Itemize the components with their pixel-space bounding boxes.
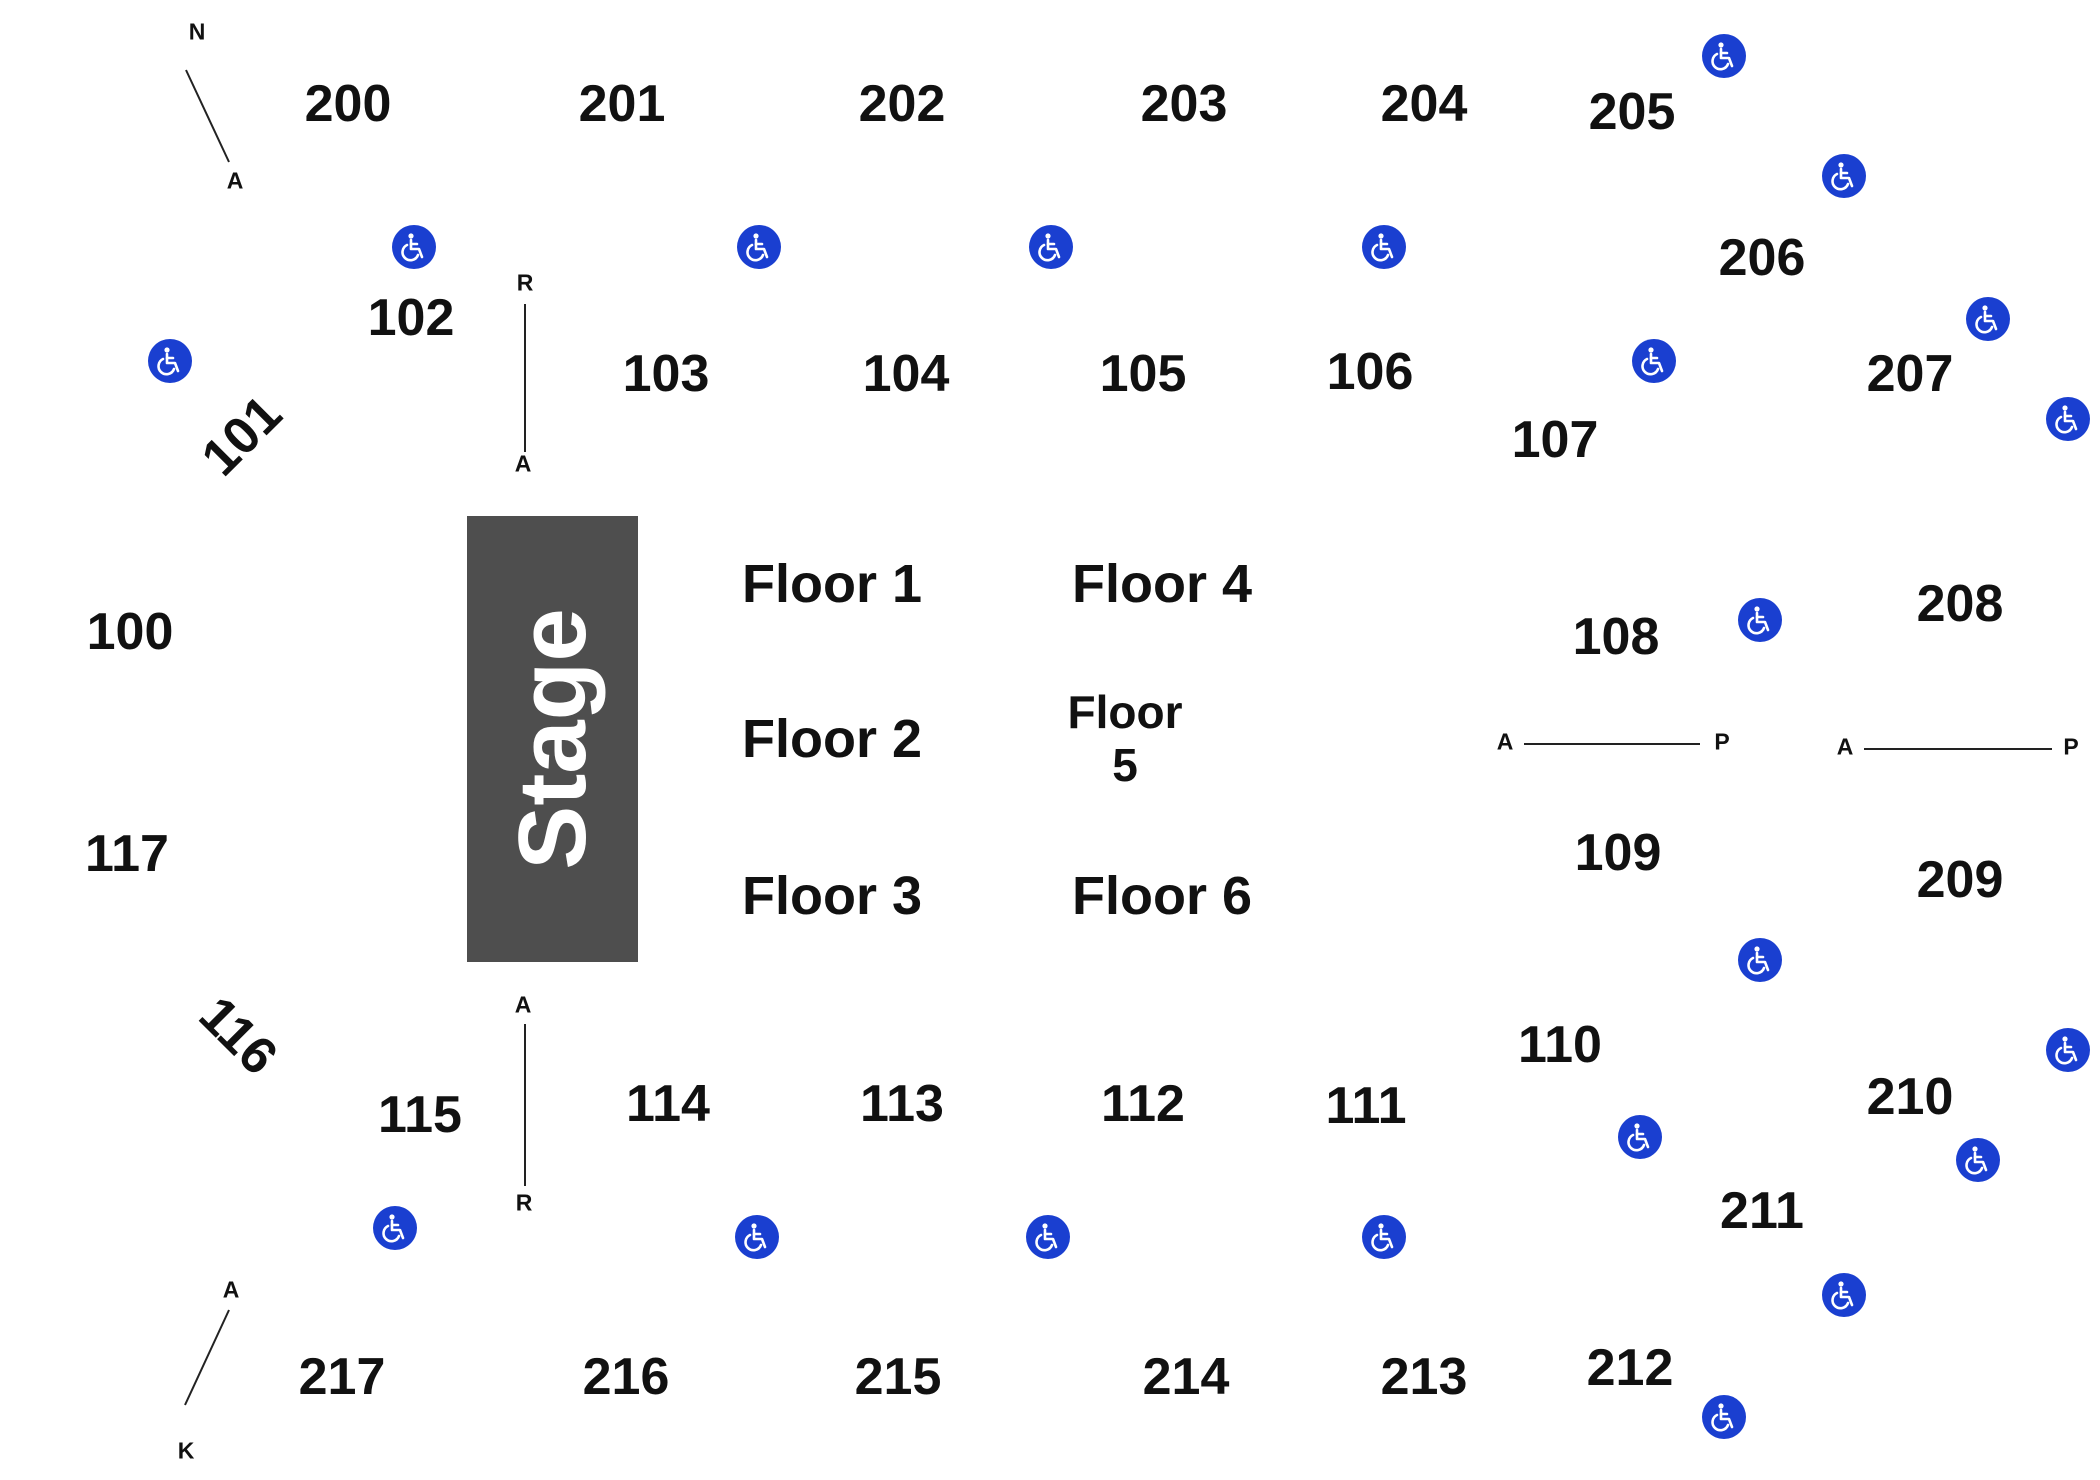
section-116[interactable]: 116 (187, 985, 289, 1087)
wheelchair-icon (1702, 34, 1746, 78)
section-217[interactable]: 217 (298, 1348, 386, 1406)
floor-1[interactable]: Floor 1 (742, 554, 923, 614)
section-103[interactable]: 103 (622, 345, 710, 403)
section-205[interactable]: 205 (1588, 83, 1676, 141)
section-216[interactable]: 216 (582, 1348, 670, 1406)
row-label-bottom-r: R (515, 1189, 533, 1216)
floor-6[interactable]: Floor 6 (1072, 866, 1253, 926)
row-label-mid2-p: P (2063, 733, 2079, 760)
wheelchair-icon (1618, 1115, 1662, 1159)
floor-5-label-line2: 5 (1112, 738, 1138, 791)
section-209[interactable]: 209 (1916, 851, 2004, 909)
stage-label: Stage (498, 608, 606, 870)
section-114[interactable]: 114 (626, 1075, 710, 1133)
row-label-bottom-a: A (514, 991, 532, 1018)
section-105[interactable]: 105 (1099, 345, 1187, 403)
wheelchair-icon (2046, 397, 2090, 441)
row-indicator-top (524, 304, 526, 452)
row-label-nw-bottom: A (226, 167, 244, 194)
wheelchair-icon (737, 225, 781, 269)
wheelchair-icon (1026, 1215, 1070, 1259)
wheelchair-icon (2046, 1028, 2090, 1072)
section-206[interactable]: 206 (1718, 229, 1806, 287)
section-112[interactable]: 112 (1101, 1075, 1185, 1133)
section-102[interactable]: 102 (367, 289, 455, 347)
section-104[interactable]: 104 (862, 345, 950, 403)
row-indicator-bottom (524, 1024, 526, 1186)
section-202[interactable]: 202 (858, 75, 946, 133)
row-label-top-r: R (516, 269, 534, 296)
wheelchair-icon (1822, 1273, 1866, 1317)
floor-4[interactable]: Floor 4 (1072, 554, 1253, 614)
section-117[interactable]: 117 (85, 825, 169, 883)
section-201[interactable]: 201 (578, 75, 666, 133)
section-211[interactable]: 211 (1720, 1182, 1804, 1240)
section-215[interactable]: 215 (854, 1348, 942, 1406)
wheelchair-icon (1362, 1215, 1406, 1259)
row-indicator-mid1 (1524, 743, 1700, 745)
section-107[interactable]: 107 (1511, 411, 1599, 469)
section-203[interactable]: 203 (1140, 75, 1228, 133)
row-label-mid1-p: P (1714, 728, 1730, 755)
section-109[interactable]: 109 (1574, 824, 1662, 882)
wheelchair-icon (1702, 1395, 1746, 1439)
section-113[interactable]: 113 (860, 1075, 944, 1133)
floor-5-label-line1: Floor (1067, 686, 1183, 738)
section-212[interactable]: 212 (1586, 1339, 1674, 1397)
wheelchair-icon (148, 339, 192, 383)
row-label-sw-top: A (222, 1276, 240, 1303)
row-indicator-mid2 (1864, 748, 2052, 750)
section-106[interactable]: 106 (1326, 343, 1414, 401)
wheelchair-icon (1362, 225, 1406, 269)
wheelchair-icon (1029, 225, 1073, 269)
section-110[interactable]: 110 (1518, 1016, 1602, 1074)
wheelchair-icon (392, 225, 436, 269)
row-label-sw-bottom: K (177, 1437, 195, 1464)
section-207[interactable]: 207 (1866, 345, 1954, 403)
wheelchair-icon (1738, 598, 1782, 642)
section-200[interactable]: 200 (304, 75, 392, 133)
row-label-top-a: A (514, 450, 532, 477)
section-100[interactable]: 100 (86, 603, 174, 661)
wheelchair-icon (373, 1206, 417, 1250)
wheelchair-icon (1822, 154, 1866, 198)
floor-5[interactable]: Floor 5 (1068, 686, 1183, 792)
row-label-mid2-a: A (1836, 733, 1854, 760)
row-label-nw-top: N (188, 18, 206, 45)
wheelchair-icon (1738, 938, 1782, 982)
row-label-mid1-a: A (1496, 728, 1514, 755)
floor-3[interactable]: Floor 3 (742, 866, 923, 926)
floor-2[interactable]: Floor 2 (742, 709, 923, 769)
section-204[interactable]: 204 (1380, 75, 1468, 133)
section-210[interactable]: 210 (1866, 1068, 1954, 1126)
wheelchair-icon (1632, 339, 1676, 383)
section-213[interactable]: 213 (1380, 1348, 1468, 1406)
section-101[interactable]: 101 (190, 384, 294, 488)
section-208[interactable]: 208 (1916, 575, 2004, 633)
wheelchair-icon (735, 1215, 779, 1259)
section-115[interactable]: 115 (378, 1086, 462, 1144)
section-111[interactable]: 111 (1325, 1077, 1407, 1135)
section-108[interactable]: 108 (1572, 608, 1660, 666)
stage: Stage (467, 516, 638, 962)
wheelchair-icon (1956, 1138, 2000, 1182)
section-214[interactable]: 214 (1142, 1348, 1230, 1406)
wheelchair-icon (1966, 297, 2010, 341)
